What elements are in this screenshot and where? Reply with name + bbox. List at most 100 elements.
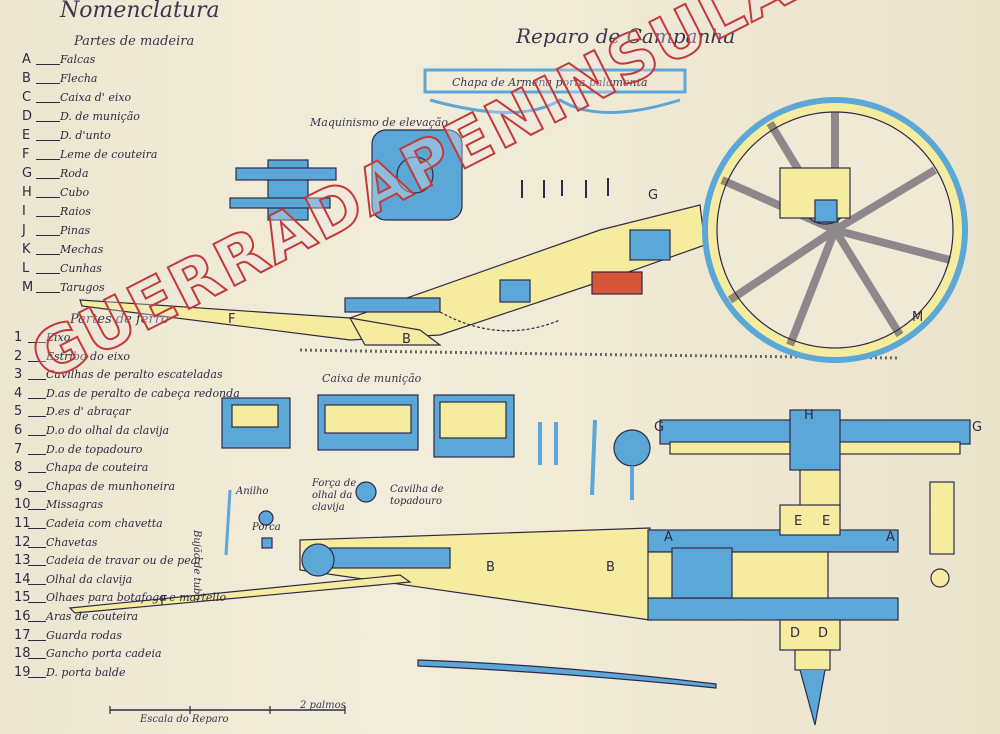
iron_legend-label: Cadeia de travar ou de pear <box>46 554 203 568</box>
iron_legend-leader <box>28 360 46 362</box>
iron_legend-key: 9 <box>14 478 23 494</box>
letter-b-top: B <box>486 560 495 575</box>
wood_legend-key: E <box>22 128 31 143</box>
letter-b-top-2: B <box>606 560 615 575</box>
wood_legend-leader <box>36 216 60 217</box>
letter-g-side: G <box>648 188 659 203</box>
iron_legend-label: Chapas de munhoneira <box>46 479 176 493</box>
main-title: Reparo de Campanha <box>516 24 736 48</box>
wood_legend-key: B <box>22 71 31 86</box>
plate-side <box>423 68 687 94</box>
iron_legend-leader <box>28 621 46 622</box>
plate-caption: Chapa de Armena porta palamenta <box>452 76 648 89</box>
iron_legend-label: Olhaes para botafogo e martello <box>46 591 227 605</box>
forca-label: Força de olhal da clavija <box>312 478 357 513</box>
hub-top <box>789 409 841 471</box>
letter-d-top-2: D <box>818 626 829 641</box>
iron_legend-label: D.as de peralto de cabeça redonda <box>46 386 240 400</box>
iron_legend-leader <box>28 528 46 529</box>
elevation-caption: Maquinismo de elevação <box>310 116 448 129</box>
wood-parts-heading: Partes de madeira <box>74 34 195 49</box>
wood_legend-key: G <box>22 166 33 181</box>
iron_legend-label: D.o do olhal da clavija <box>46 424 170 437</box>
iron_legend-leader <box>28 453 46 455</box>
iron_legend-leader <box>28 509 46 511</box>
iron_legend-label: D.o de topadouro <box>46 442 143 456</box>
anilho-label: Anilho <box>236 486 269 497</box>
iron_legend-leader <box>28 676 46 678</box>
iron-parts-heading: Partes de ferro <box>70 312 169 327</box>
wood_legend-label: Caixa d' eixo <box>60 91 132 104</box>
iron_legend-key: 16 <box>14 609 31 624</box>
wood_legend-key: H <box>22 185 32 200</box>
wood_legend-leader <box>36 102 60 103</box>
wood_legend-label: Cunhas <box>60 262 102 275</box>
wood_legend-leader <box>36 64 60 65</box>
wood_legend-label: Roda <box>60 167 89 180</box>
iron_legend-key: 13 <box>14 553 31 569</box>
letter-a-top-right: A <box>886 530 895 545</box>
wood_legend-key: J <box>22 223 26 238</box>
wood_legend-key: K <box>22 242 31 257</box>
wood_legend-key: I <box>22 204 26 219</box>
letter-e-top-2: E <box>822 514 831 529</box>
elevation-plate <box>371 129 463 221</box>
bed-plate <box>671 547 733 599</box>
iron_legend-label: Olhal da clavija <box>46 572 133 586</box>
letter-g-top-left: G <box>654 420 665 435</box>
chain <box>439 311 561 332</box>
wood_legend-label: Flecha <box>60 72 98 85</box>
wood_legend-label: Raios <box>60 205 91 218</box>
red-plate <box>591 271 643 295</box>
iron_legend-leader <box>28 490 46 492</box>
iron_legend-key: 15 <box>14 590 31 606</box>
wedge-part <box>929 481 955 555</box>
iron_legend-leader <box>28 546 46 548</box>
trail-iron-strap <box>344 297 441 313</box>
bujao-label: Bujão de tubo <box>191 530 202 601</box>
wood_legend-leader <box>36 178 60 179</box>
wood_legend-leader <box>36 121 60 122</box>
iron_legend-key: 2 <box>14 348 23 364</box>
trail-top-view <box>299 527 651 621</box>
nomenclature-title: Nomenclatura <box>60 0 220 23</box>
iron_legend-label: Estribo do eixo <box>46 349 131 363</box>
iron_legend-leader <box>28 435 46 436</box>
iron_legend-key: 6 <box>14 423 23 438</box>
guard-bar <box>417 659 717 689</box>
iron_legend-leader <box>28 397 46 399</box>
iron_legend-key: 1 <box>14 330 23 345</box>
iron_legend-leader <box>28 416 46 418</box>
scale-palmos: 2 palmos <box>300 700 346 711</box>
iron_legend-key: 4 <box>14 385 23 401</box>
iron_legend-label: Guarda rodas <box>46 628 122 642</box>
iron_legend-key: 11 <box>14 516 31 531</box>
wood_legend-label: Leme de couteira <box>60 148 158 161</box>
iron_legend-key: 7 <box>14 441 23 457</box>
iron-plate-side <box>499 279 531 303</box>
iron_legend-leader <box>28 565 46 567</box>
wood_legend-leader <box>36 235 60 236</box>
iron_legend-label: D.es d' abraçar <box>46 405 131 419</box>
wood_legend-key: L <box>22 261 30 276</box>
iron_legend-label: Chapa de couteira <box>46 461 149 475</box>
wood_legend-label: Mechas <box>60 243 104 256</box>
iron_legend-leader <box>28 639 46 641</box>
iron_legend-label: Missagras <box>46 498 104 512</box>
wood_legend-label: Tarugos <box>60 281 105 294</box>
wood_legend-key: F <box>22 147 30 162</box>
wood_legend-leader <box>36 83 60 84</box>
bujao-part <box>224 489 232 556</box>
iron_legend-label: Aras de couteira <box>46 610 139 623</box>
wood_legend-key: C <box>22 90 32 105</box>
porca-part <box>258 510 274 526</box>
wood_legend-label: D. de munição <box>60 110 140 123</box>
iron_legend-key: 14 <box>14 571 31 587</box>
box-caption: Caixa de munição <box>322 372 422 385</box>
iron_legend-leader <box>28 342 46 343</box>
iron_legend-key: 8 <box>14 460 23 476</box>
cavilha-label: Cavilha de topadouro <box>390 484 444 507</box>
wood_legend-key: A <box>22 52 31 67</box>
iron_legend-label: Gancho porta cadeia <box>46 647 162 661</box>
